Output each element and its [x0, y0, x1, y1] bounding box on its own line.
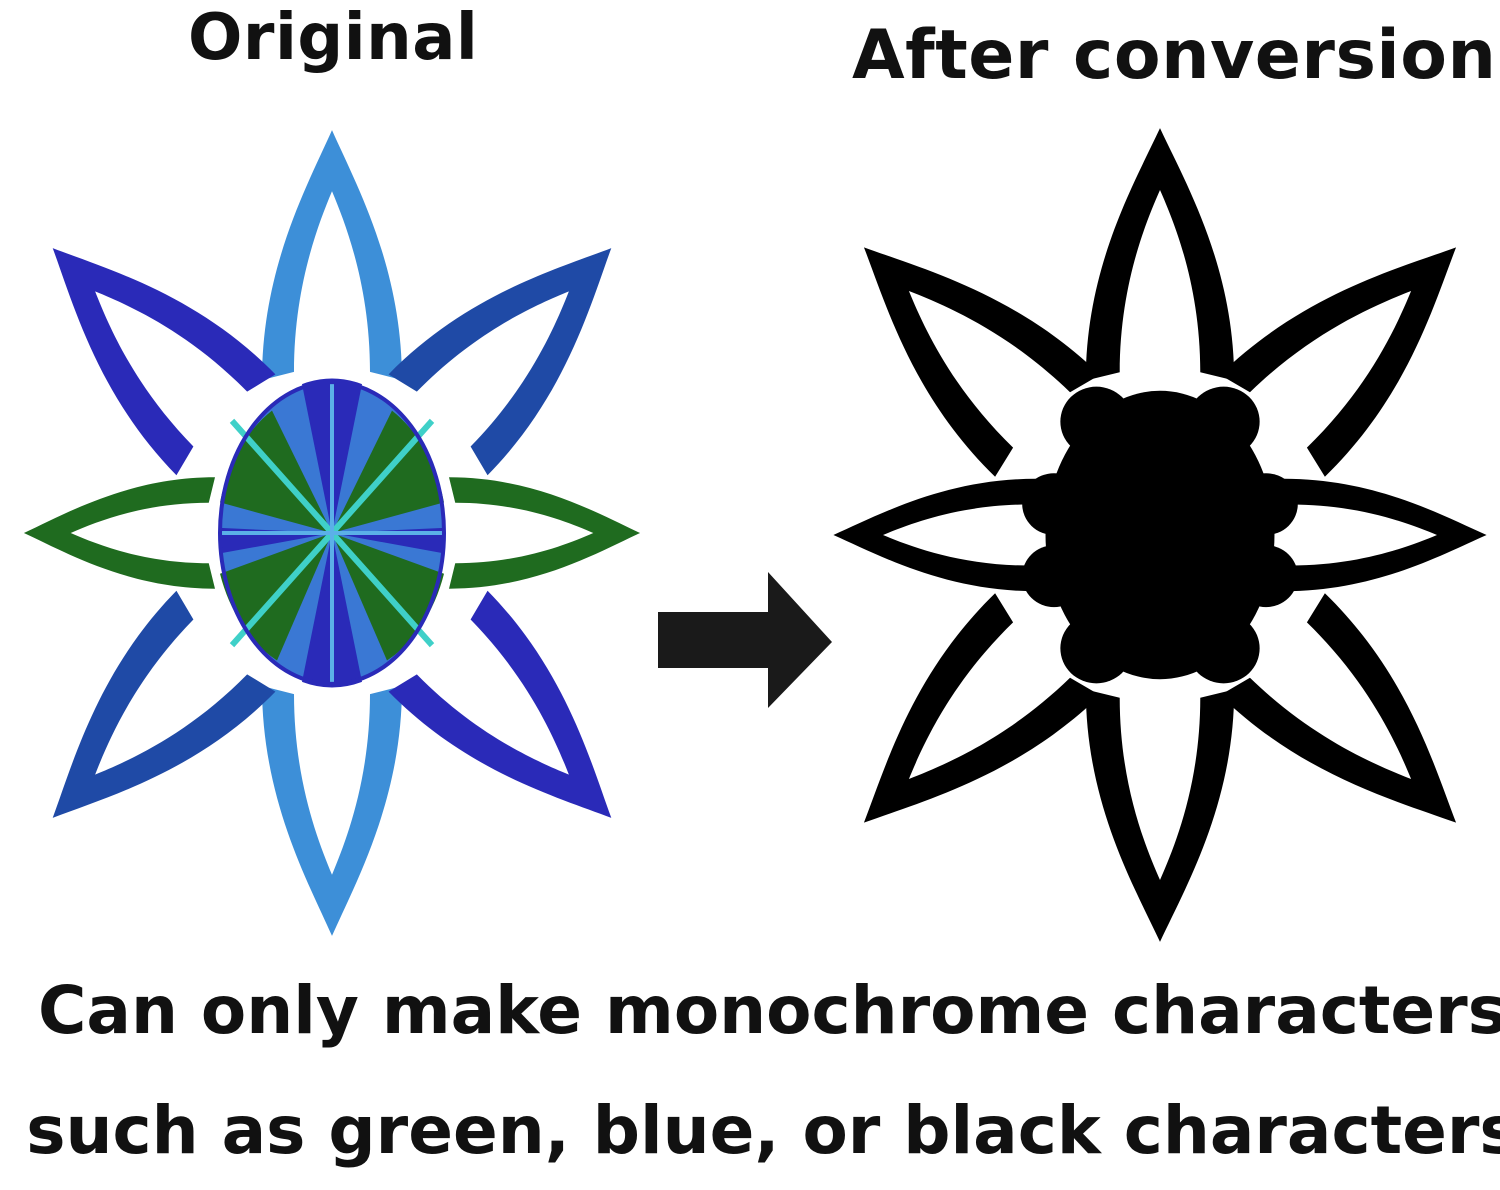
caption-line-1: Can only make monochrome characters [37, 972, 1500, 1049]
monochrome-flower-icon [811, 128, 1500, 942]
monochrome-center [1022, 386, 1298, 684]
right-arrow-icon [658, 572, 832, 708]
colored-flower-icon [3, 130, 661, 936]
caption-line-2: such as green, blue, or black characters [26, 1092, 1500, 1169]
after-conversion-title: After conversion [852, 16, 1497, 95]
original-title: Original [188, 1, 479, 75]
colored-center [218, 378, 446, 688]
